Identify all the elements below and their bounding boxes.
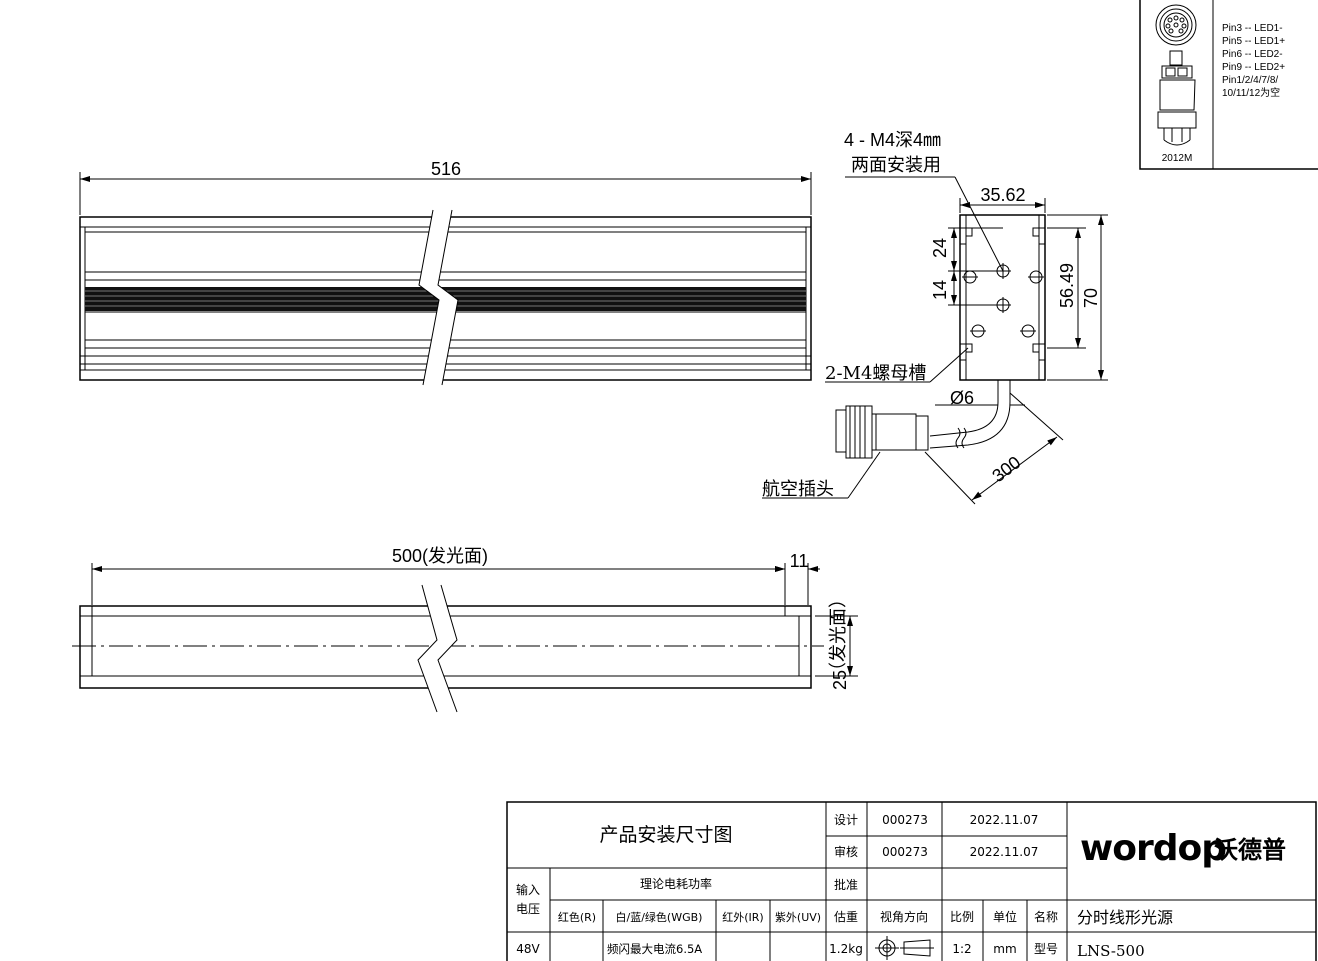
cable-diameter: Ø6 [950,388,974,408]
name-label: 名称 [1034,909,1058,924]
review-code: 000273 [882,845,928,859]
weight-value: 1.2kg [829,942,863,956]
mount-note-line2: 两面安装用 [851,155,941,176]
product-name: 分时线形光源 [1077,908,1173,927]
input-voltage-label-1: 输入 [516,882,540,897]
pin-line-2: Pin5 -- LED1+ [1222,36,1285,47]
dim-70: 70 [1081,288,1101,308]
end-view [762,176,1108,505]
col-ir: 红外(IR) [722,911,763,924]
review-label: 审核 [834,844,858,859]
model-label: 型号 [1034,942,1058,956]
dim-height-25: 25 [830,670,850,690]
input-voltage-label-2: 电压 [516,902,540,916]
design-code: 000273 [882,813,928,827]
drawing-title: 产品安装尺寸图 [599,824,732,846]
brand-logo-en: wordop [1080,828,1226,869]
dim-14: 14 [930,280,950,300]
dim-emitting-500: 500(发光面) [392,546,488,566]
unit-value: mm [993,942,1016,956]
pin-line-5: Pin1/2/4/7/8/ [1222,75,1278,86]
dim-end-11: 11 [790,551,809,571]
dim-24: 24 [930,238,950,258]
mount-note-line1: 4 - M4深4㎜ [844,130,941,150]
col-uv: 紫外(UV) [775,911,821,924]
scale-value: 1:2 [952,942,971,956]
product-model: LNS-500 [1077,942,1145,960]
weight-label: 估重 [834,910,858,924]
unit-label: 单位 [993,909,1017,924]
connector-label: 航空插头 [762,479,834,500]
view-label: 视角方向 [880,909,928,924]
pin-line-3: Pin6 -- LED2- [1222,49,1283,60]
design-date: 2022.11.07 [970,813,1039,827]
brand-logo-cn: 沃德普 [1214,836,1286,864]
dim-length-516: 516 [431,159,461,179]
col-red: 红色(R) [558,910,596,924]
connector-model: 2012M [1162,153,1193,164]
design-label: 设计 [834,813,858,827]
approve-label: 批准 [834,877,858,892]
pin-line-6: 10/11/12为空 [1222,86,1280,99]
emitting-face-view [72,563,858,713]
cable-length-300: 300 [988,452,1024,486]
dim-width-35-62: 35.62 [980,185,1025,205]
scale-label: 比例 [950,910,974,924]
pin-line-1: Pin3 -- LED1- [1222,23,1283,34]
review-date: 2022.11.07 [970,845,1039,859]
wgb-value: 频闪最大电流6.5A [607,942,702,956]
nut-slot-label: 2-M4螺母槽 [825,363,926,384]
pin-line-4: Pin9 -- LED2+ [1222,62,1285,73]
title-block [506,801,1317,961]
dim-56-49: 56.49 [1057,263,1077,308]
power-label: 理论电耗功率 [640,876,712,891]
front-view [79,172,812,386]
label-emitting-face: （发光面） [828,590,849,680]
pinout-box [1139,0,1318,170]
voltage-value: 48V [516,942,540,956]
col-wgb: 白/蓝/绿色(WGB) [616,910,703,924]
